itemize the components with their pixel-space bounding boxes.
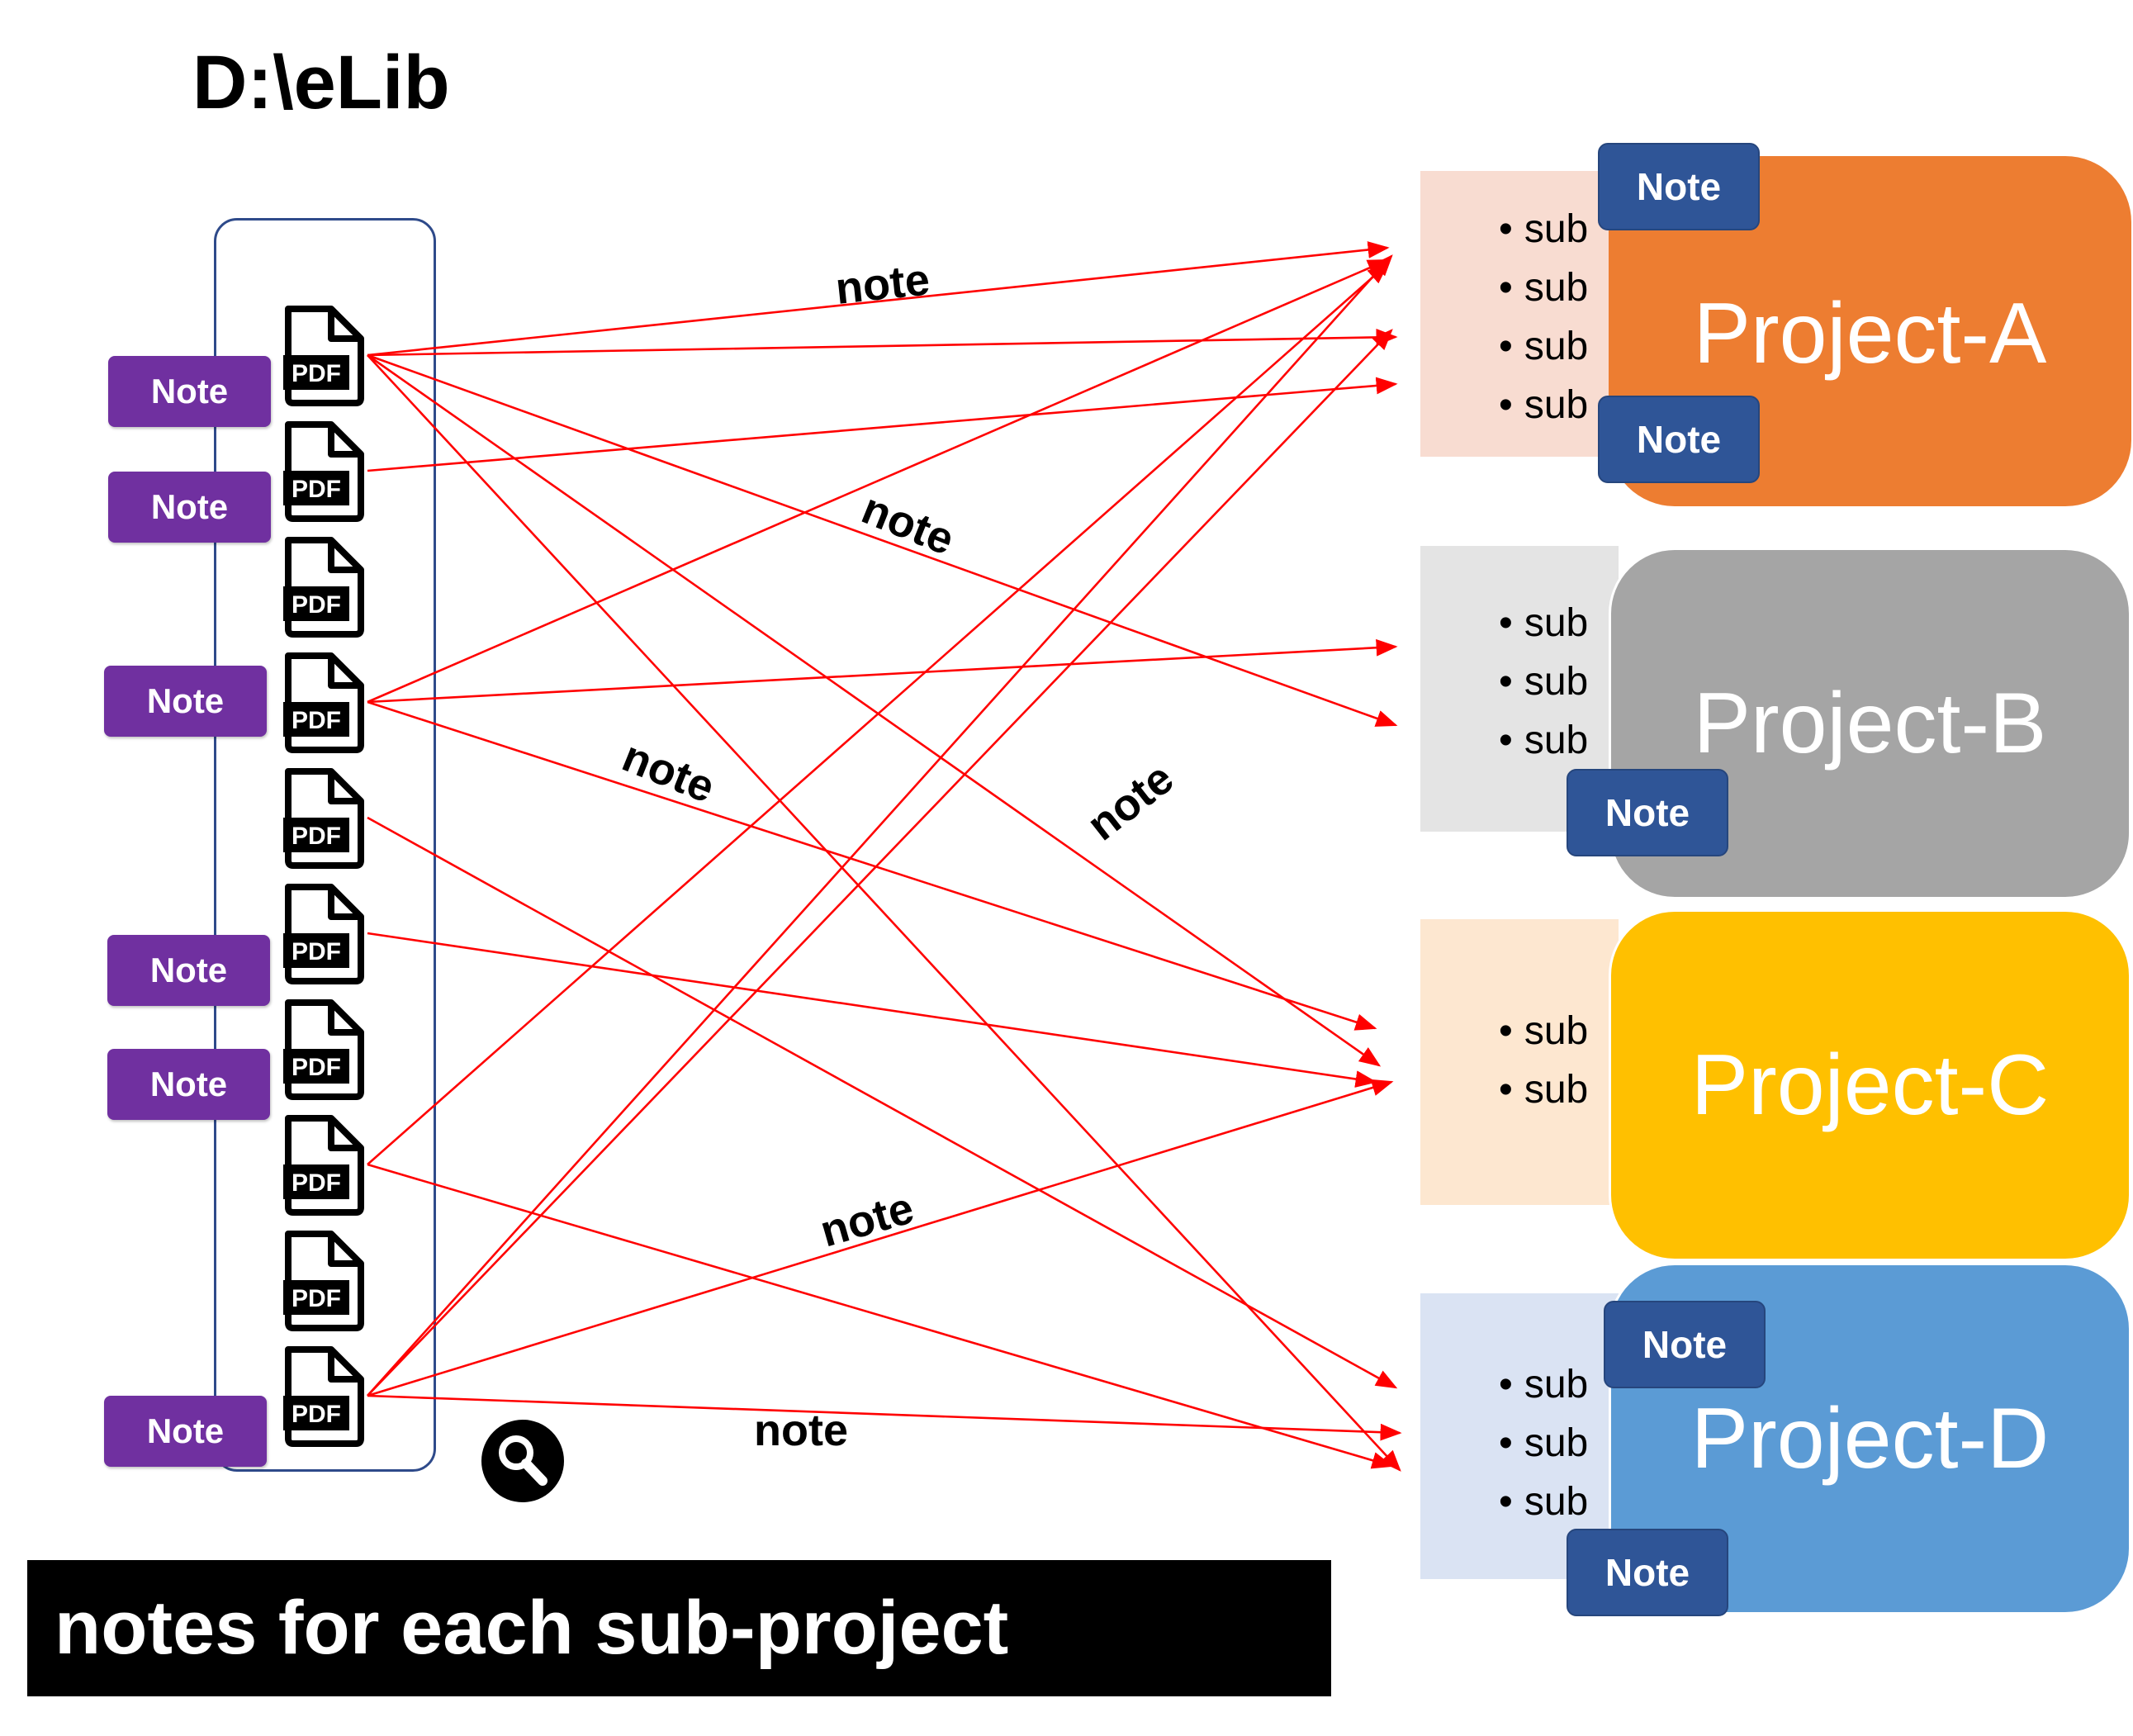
- link-note-label: note: [754, 1406, 848, 1455]
- caption-text: notes for each sub-project: [55, 1586, 1009, 1670]
- sub-item[interactable]: sub: [1499, 594, 1588, 652]
- link-arrow: [367, 638, 1398, 704]
- sub-item[interactable]: sub: [1499, 711, 1588, 770]
- pdf-file-icon[interactable]: PDF: [283, 1346, 364, 1447]
- link-arrow: [367, 263, 1389, 1165]
- project-b-title: Project-B: [1693, 675, 2047, 771]
- sub-item[interactable]: sub: [1499, 652, 1588, 711]
- link-arrow: [367, 1163, 1394, 1469]
- project-note-tag[interactable]: Note: [1567, 769, 1728, 856]
- pdf-file-icon[interactable]: PDF: [283, 1115, 364, 1216]
- sub-item[interactable]: sub: [1499, 1002, 1588, 1060]
- sub-item[interactable]: sub: [1499, 1473, 1588, 1531]
- search-icon[interactable]: [481, 1420, 564, 1502]
- link-arrow: [367, 259, 1390, 704]
- svg-text:PDF: PDF: [292, 1054, 341, 1081]
- project-a-sub-panel: sub sub sub sub: [1420, 171, 1619, 457]
- caption-bar: [27, 1560, 1331, 1696]
- link-arrow: [367, 241, 1390, 357]
- svg-text:PDF: PDF: [292, 1169, 341, 1197]
- pdf-file-icon[interactable]: PDF: [283, 537, 364, 638]
- project-note-tag[interactable]: Note: [1604, 1301, 1766, 1388]
- link-arrow: [367, 353, 1382, 1067]
- sub-item[interactable]: sub: [1499, 259, 1588, 317]
- link-arrow: [367, 353, 1398, 727]
- svg-text:PDF: PDF: [292, 1401, 341, 1428]
- pdf-note-tag[interactable]: Note: [104, 666, 267, 737]
- sub-item[interactable]: sub: [1499, 200, 1588, 259]
- svg-text:PDF: PDF: [292, 823, 341, 850]
- pdf-file-icon[interactable]: PDF: [283, 306, 364, 406]
- pdf-file-icon[interactable]: PDF: [283, 1231, 364, 1331]
- pdf-file-icon[interactable]: PDF: [283, 652, 364, 753]
- library-container: [214, 218, 436, 1472]
- project-c-title: Project-C: [1690, 1036, 2050, 1133]
- link-arrow: [367, 377, 1398, 472]
- link-note-label: note: [833, 254, 932, 314]
- svg-text:PDF: PDF: [292, 707, 341, 734]
- pdf-file-icon[interactable]: PDF: [283, 999, 364, 1100]
- pdf-file-icon[interactable]: PDF: [283, 421, 364, 522]
- project-note-tag[interactable]: Note: [1567, 1529, 1728, 1616]
- pdf-note-tag[interactable]: Note: [108, 356, 271, 427]
- sub-item[interactable]: sub: [1499, 1414, 1588, 1473]
- link-note-label: note: [856, 483, 961, 564]
- link-arrow: [367, 1394, 1402, 1441]
- project-c-box[interactable]: Project-C: [1609, 909, 2131, 1261]
- project-note-tag[interactable]: Note: [1598, 396, 1760, 483]
- svg-text:PDF: PDF: [292, 476, 341, 503]
- link-arrow: [367, 1079, 1394, 1397]
- project-d-title: Project-D: [1690, 1390, 2050, 1487]
- link-arrow: [367, 329, 1398, 357]
- link-arrow: [367, 816, 1398, 1389]
- link-arrow: [367, 354, 1401, 1472]
- link-arrow: [367, 254, 1393, 1397]
- link-note-label: note: [1078, 753, 1183, 850]
- project-note-tag[interactable]: Note: [1598, 143, 1760, 230]
- pdf-note-tag[interactable]: Note: [104, 1396, 267, 1467]
- pdf-note-tag[interactable]: Note: [107, 1049, 270, 1120]
- sub-item[interactable]: sub: [1499, 1060, 1588, 1119]
- svg-text:PDF: PDF: [292, 360, 341, 387]
- pdf-file-icon[interactable]: PDF: [283, 768, 364, 869]
- sub-item[interactable]: sub: [1499, 376, 1588, 434]
- pdf-note-tag[interactable]: Note: [108, 472, 271, 543]
- link-arrow: [367, 700, 1377, 1031]
- link-arrow: [367, 329, 1393, 1397]
- pdf-file-icon[interactable]: PDF: [283, 884, 364, 984]
- svg-text:PDF: PDF: [292, 938, 341, 965]
- sub-item[interactable]: sub: [1499, 1355, 1588, 1414]
- svg-text:PDF: PDF: [292, 1285, 341, 1312]
- svg-text:PDF: PDF: [292, 591, 341, 619]
- link-note-label: note: [815, 1183, 919, 1256]
- link-arrow: [367, 932, 1377, 1088]
- pdf-note-tag[interactable]: Note: [107, 935, 270, 1006]
- project-c-sub-panel: sub sub: [1420, 919, 1619, 1205]
- page-title: D:\eLib: [192, 40, 450, 125]
- sub-item[interactable]: sub: [1499, 317, 1588, 376]
- project-a-title: Project-A: [1693, 285, 2047, 382]
